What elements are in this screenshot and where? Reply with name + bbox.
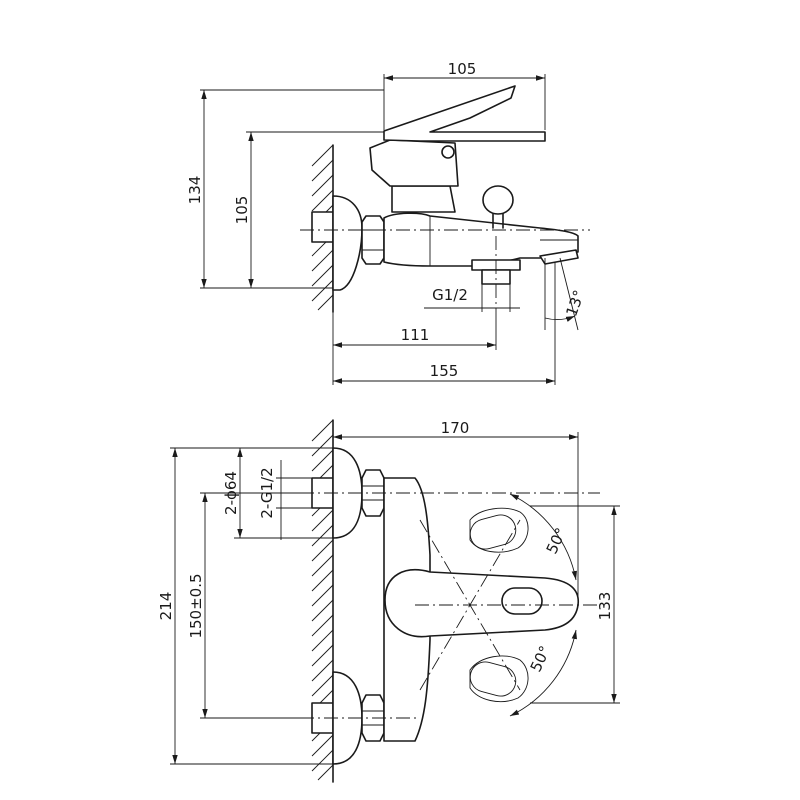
- dim-total-width-label: 214: [157, 592, 175, 621]
- side-eccentric-nut: [362, 216, 384, 264]
- dim-spout-length-label: 155: [430, 362, 459, 380]
- dim-outlet-offset-label: 111: [401, 326, 430, 344]
- dim-lever-span-label: 133: [596, 592, 614, 621]
- dim-center-distance-label: 150±0.5: [187, 573, 205, 638]
- dim-top-width-label: 105: [448, 60, 477, 78]
- side-cartridge-cover: [392, 186, 455, 212]
- side-lever-screw: [442, 146, 454, 158]
- dim-angle-label: 13°: [562, 288, 588, 319]
- top-lever-grip: [502, 588, 542, 614]
- dim-thread-label: G1/2: [432, 286, 468, 304]
- top-view: 170 2-ϕ64 2-G1/2 214 150±0.5 133 50° 50°: [157, 419, 620, 782]
- top-lever-handle: [385, 570, 578, 637]
- side-wall-pipe: [312, 212, 333, 242]
- dim-total-height-label: 134: [186, 176, 204, 205]
- dim-depth-label: 170: [441, 419, 470, 437]
- side-view: 105 134 105 G1/2 13° 111 155: [186, 60, 590, 385]
- side-lever-handle: [384, 86, 545, 141]
- dim-angle-bottom-label: 50°: [527, 643, 555, 675]
- dim-handle-height-label: 105: [233, 196, 251, 225]
- dim-angle-top-label: 50°: [543, 525, 571, 557]
- side-escutcheon: [333, 196, 362, 290]
